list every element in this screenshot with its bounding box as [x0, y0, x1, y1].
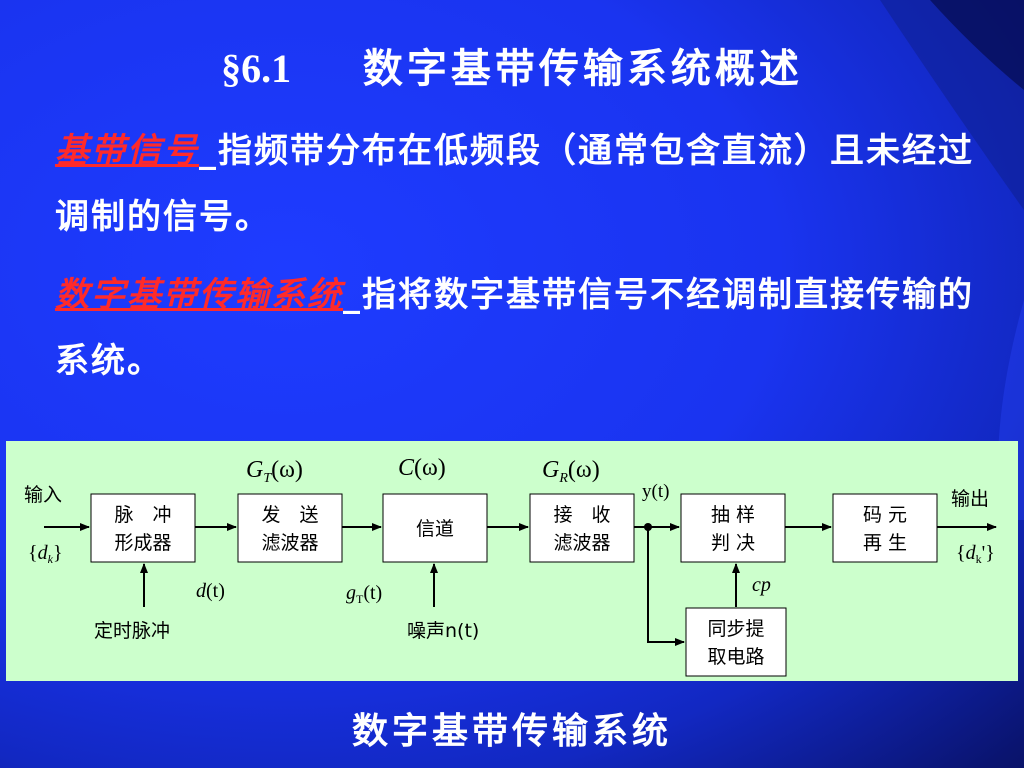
paragraph-baseband-system: 数字基带传输系统_指将数字基带信号不经调制直接传输的系统。	[55, 262, 990, 394]
pulse-former-line2: 形成器	[114, 532, 171, 554]
block-diagram: 脉 冲 形成器 发 送 滤波器 信道 接 收 滤波器 抽 样 判 决 码 元 再…	[24, 455, 997, 677]
branch-node	[644, 523, 652, 531]
term-baseband-system: 数字基带传输系统	[55, 275, 343, 315]
label-noise: 噪声n(t)	[407, 620, 479, 642]
diagram-caption: 数字基带传输系统	[351, 710, 672, 752]
label-g-t: gT(t)	[346, 582, 382, 606]
sync-line1: 同步提	[707, 618, 764, 640]
regenerator-line2: 再 生	[863, 532, 907, 554]
signal-path	[44, 523, 997, 646]
sampler-line2: 判 决	[711, 532, 755, 554]
label-d-t: d(t)	[196, 580, 225, 602]
label-output-sequence: {dk'}	[956, 542, 995, 566]
label-GT-omega: GT(ω)	[246, 457, 303, 486]
pulse-former-line1: 脉 冲	[114, 504, 171, 526]
label-y-t: y(t)	[642, 481, 669, 502]
title-section-number: §6.1	[221, 46, 292, 91]
block-pulse-former: 脉 冲 形成器	[90, 493, 196, 563]
transmit-filter-line1: 发 送	[261, 504, 318, 526]
channel-label: 信道	[416, 518, 454, 540]
blank-1: _	[199, 131, 218, 171]
receive-filter-line1: 接 收	[553, 504, 610, 526]
sync-line2: 取电路	[707, 646, 764, 668]
receive-filter-line2: 滤波器	[553, 532, 610, 554]
paragraph-baseband-signal: 基带信号_指频带分布在低频段（通常包含直流）且未经过调制的信号。	[55, 118, 990, 250]
block-channel: 信道	[382, 493, 488, 563]
blank-2: _	[343, 275, 362, 315]
arrow-to-sync	[647, 527, 685, 646]
label-GR-omega: GR(ω)	[542, 457, 600, 486]
block-sync-extraction: 同步提 取电路	[685, 607, 787, 677]
definition-baseband-signal: 指频带分布在低频段（通常包含直流）且未经过调制的信号。	[55, 131, 974, 237]
title-text: 数字基带传输系统概述	[362, 45, 803, 92]
block-receive-filter: 接 收 滤波器	[529, 493, 635, 563]
slide-title: §6.1 数字基带传输系统概述	[0, 36, 1024, 94]
block-sampler-decision: 抽 样 判 决	[680, 493, 786, 563]
sampler-line1: 抽 样	[711, 504, 755, 526]
regenerator-line1: 码 元	[863, 504, 907, 526]
label-C-omega: C(ω)	[398, 455, 446, 481]
transmit-filter-line2: 滤波器	[261, 532, 318, 554]
block-transmit-filter: 发 送 滤波器	[237, 493, 343, 563]
definition-baseband-system: 指将数字基带信号不经调制直接传输的系统。	[55, 275, 974, 381]
label-cp: cp	[752, 574, 771, 596]
label-timing-pulse: 定时脉冲	[94, 620, 170, 642]
block-diagram-panel: 脉 冲 形成器 发 送 滤波器 信道 接 收 滤波器 抽 样 判 决 码 元 再…	[6, 441, 1018, 681]
term-baseband-signal: 基带信号	[55, 131, 199, 171]
block-symbol-regenerator: 码 元 再 生	[832, 493, 938, 563]
label-input: 输入	[24, 484, 62, 506]
label-output: 输出	[951, 488, 989, 510]
label-input-sequence: {dk}	[28, 542, 63, 566]
